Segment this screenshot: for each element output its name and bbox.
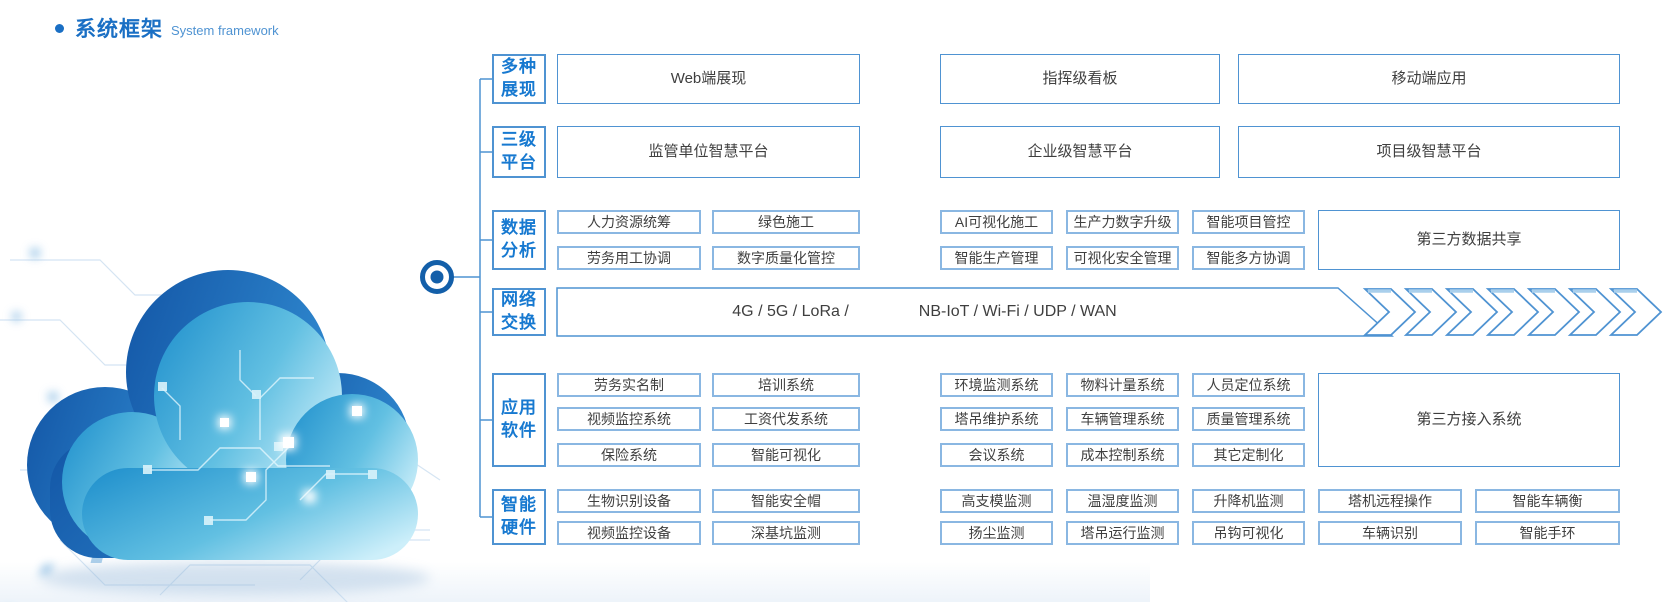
category-multi-display: 多种 展现 — [492, 54, 546, 104]
diagram-node: 会议系统 — [940, 443, 1053, 467]
box-command-dashboard: 指挥级看板 — [940, 54, 1220, 104]
box-third-party-data-sharing: 第三方数据共享 — [1318, 210, 1620, 270]
page-title-zh: 系统框架 — [75, 18, 163, 41]
diagram-node: 保险系统 — [557, 443, 701, 467]
diagram-node: 高支模监测 — [940, 489, 1053, 513]
diagram-node: 车辆识别 — [1318, 521, 1462, 545]
category-data-analysis: 数据 分析 — [492, 210, 546, 270]
diagram-node: 视频监控系统 — [557, 407, 701, 431]
diagram-node: 温湿度监测 — [1066, 489, 1179, 513]
diagram-node: 智能安全帽 — [712, 489, 860, 513]
diagram-node: 生产力数字升级 — [1066, 210, 1179, 234]
chevron-arrows — [1362, 288, 1663, 336]
box-regulator-platform: 监管单位智慧平台 — [557, 126, 860, 178]
diagram-node: 智能生产管理 — [940, 246, 1053, 270]
network-protocols-right: NB-IoT / Wi-Fi / UDP / WAN — [918, 303, 1117, 320]
diagram-node: 塔机远程操作 — [1318, 489, 1462, 513]
diagram-node: 深基坑监测 — [712, 521, 860, 545]
network-protocols-left: 4G / 5G / LoRa / — [732, 303, 849, 320]
box-web-display: Web端展现 — [557, 54, 860, 104]
diagram-node: 培训系统 — [712, 373, 860, 397]
circuit-nodes — [143, 382, 377, 525]
diagram-node: 扬尘监测 — [940, 521, 1053, 545]
diagram-node: 智能可视化 — [712, 443, 860, 467]
category-three-level-platform: 三级 平台 — [492, 126, 546, 178]
diagram-node: 物料计量系统 — [1066, 373, 1179, 397]
box-mobile-app: 移动端应用 — [1238, 54, 1620, 104]
diagram-node: 劳务实名制 — [557, 373, 701, 397]
diagram-node: 吊钩可视化 — [1192, 521, 1305, 545]
diagram-node: 生物识别设备 — [557, 489, 701, 513]
network-protocols: 4G / 5G / LoRa / NB-IoT / Wi-Fi / UDP / … — [557, 288, 1292, 336]
diagram-node: 劳务用工协调 — [557, 246, 701, 270]
category-app-software: 应用 软件 — [492, 373, 546, 467]
diagram-node: 智能项目管控 — [1192, 210, 1305, 234]
diagram-node: 质量管理系统 — [1192, 407, 1305, 431]
diagram-node: 可视化安全管理 — [1066, 246, 1179, 270]
diagram-node: 绿色施工 — [712, 210, 860, 234]
box-third-party-access-system: 第三方接入系统 — [1318, 373, 1620, 467]
diagram-node: 车辆管理系统 — [1066, 407, 1179, 431]
diagram-node: 智能多方协调 — [1192, 246, 1305, 270]
box-enterprise-platform: 企业级智慧平台 — [940, 126, 1220, 178]
diagram-node: 其它定制化 — [1192, 443, 1305, 467]
diagram-node: 成本控制系统 — [1066, 443, 1179, 467]
category-smart-hardware: 智能 硬件 — [492, 489, 546, 545]
diagram-node: 工资代发系统 — [712, 407, 860, 431]
diagram-node: 人员定位系统 — [1192, 373, 1305, 397]
diagram-node: AI可视化施工 — [940, 210, 1053, 234]
glow-squares — [218, 404, 364, 503]
cloud-illustration — [0, 248, 441, 602]
diagram-node: 塔吊维护系统 — [940, 407, 1053, 431]
cloud-front-layer — [62, 302, 418, 560]
diagram-node: 环境监测系统 — [940, 373, 1053, 397]
diagram-node: 数字质量化管控 — [712, 246, 860, 270]
category-network-exchange: 网络 交换 — [492, 288, 546, 336]
diagram-node: 人力资源统筹 — [557, 210, 701, 234]
diagram-node: 智能车辆衡 — [1475, 489, 1620, 513]
diagram-node: 智能手环 — [1475, 521, 1620, 545]
diagram-node: 升降机监测 — [1192, 489, 1305, 513]
bullet-icon — [55, 23, 64, 33]
page-title-en: System framework — [171, 22, 279, 38]
diagram-node: 塔吊运行监测 — [1066, 521, 1179, 545]
cloud-shadow — [40, 561, 430, 595]
box-project-platform: 项目级智慧平台 — [1238, 126, 1620, 178]
diagram-node: 视频监控设备 — [557, 521, 701, 545]
page-title: 系统框架 System framework — [55, 13, 279, 43]
